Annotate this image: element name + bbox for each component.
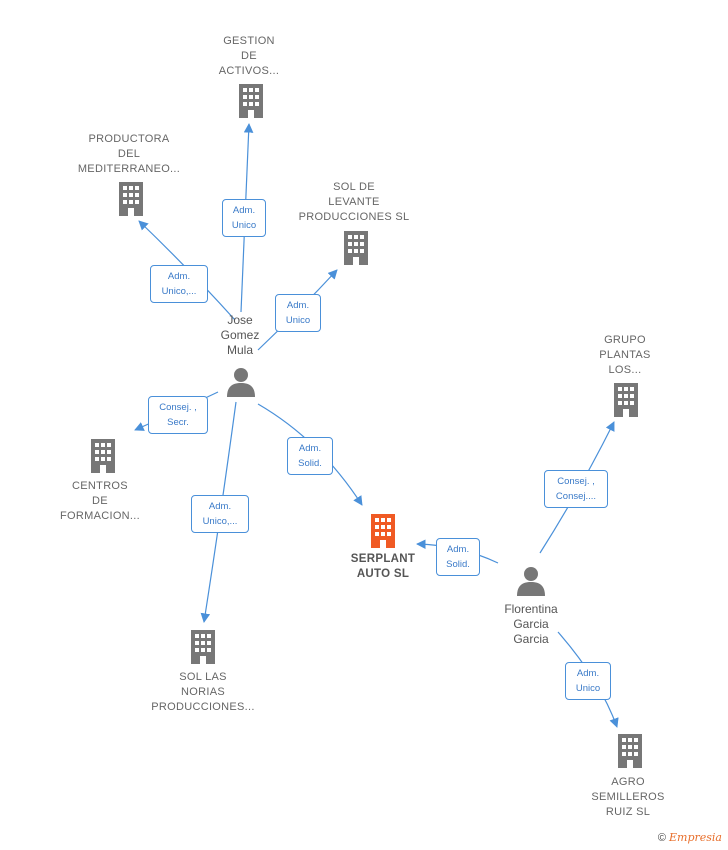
relation-label-flor-agro: Adm. Unico (565, 662, 611, 700)
brand-logo[interactable]: Empresia (669, 831, 722, 844)
building-icon (91, 439, 115, 473)
company-label-agro[interactable]: AGRO SEMILLEROS RUIZ SL (591, 776, 665, 818)
company-label-sol-norias[interactable]: SOL LAS NORIAS PRODUCCIONES... (151, 671, 255, 713)
person-icon (227, 368, 255, 397)
main-building-icon (371, 514, 395, 548)
company-label-sol-levante[interactable]: SOL DE LEVANTE PRODUCCIONES SL (298, 181, 410, 223)
company-label-grupo[interactable]: GRUPO PLANTAS LOS... (599, 334, 651, 376)
building-icon (344, 231, 368, 265)
company-label-productora[interactable]: PRODUCTORA DEL MEDITERRANEO... (77, 133, 181, 175)
relation-label-jose-productora: Adm. Unico,... (150, 265, 208, 303)
person-icon (517, 567, 545, 596)
company-label-centros[interactable]: CENTROS DE FORMACION... (60, 480, 140, 522)
relation-label-flor-grupo: Consej. , Consej.... (544, 470, 608, 508)
building-icon (618, 734, 642, 768)
relation-label-jose-sol-levante: Adm. Unico (275, 294, 321, 332)
relation-label-jose-gestion: Adm. Unico (222, 199, 266, 237)
building-icon (119, 182, 143, 216)
relation-label-flor-serplant: Adm. Solid. (436, 538, 480, 576)
building-icon (191, 630, 215, 664)
relation-label-jose-centros: Consej. , Secr. (148, 396, 208, 434)
building-icon (239, 84, 263, 118)
building-icon (614, 383, 638, 417)
relation-label-jose-serplant: Adm. Solid. (287, 437, 333, 475)
person-label-jose[interactable]: Jose Gomez Mula (220, 313, 260, 357)
footer-credit: © Empresia (658, 831, 722, 844)
relation-label-jose-sol-norias: Adm. Unico,... (191, 495, 249, 533)
main-company-label[interactable]: SERPLANT AUTO SL (350, 553, 416, 580)
copyright-icon: © (657, 832, 666, 844)
person-label-florentina[interactable]: Florentina Garcia Garcia (504, 602, 558, 646)
company-label-gestion[interactable]: GESTION DE ACTIVOS... (218, 35, 280, 77)
